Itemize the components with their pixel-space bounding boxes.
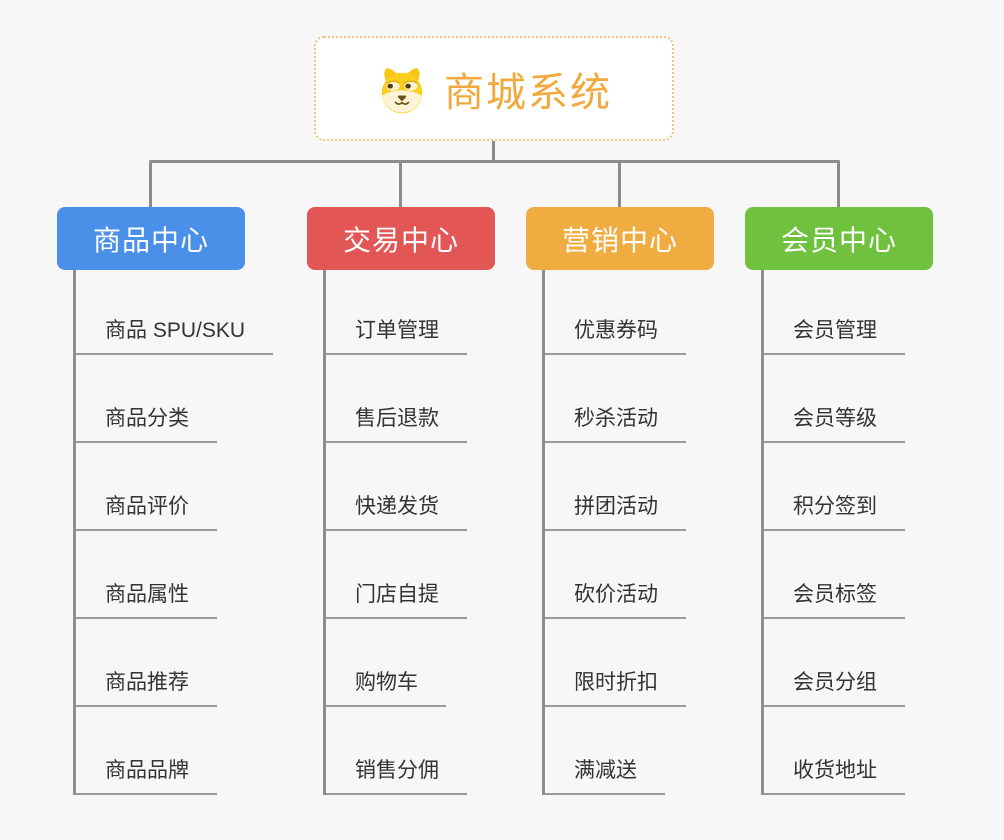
leaf-node[interactable]: 满减送 <box>542 754 665 795</box>
leaf-list: 订单管理 售后退款 快递发货 门店自提 购物车 销售分佣 <box>323 270 495 795</box>
leaf-list: 商品 SPU/SKU 商品分类 商品评价 商品属性 商品推荐 商品品牌 <box>73 270 274 795</box>
branch-spine <box>542 270 545 795</box>
connector-drop-products <box>149 162 152 208</box>
leaf-node[interactable]: 限时折扣 <box>542 666 686 707</box>
branch-spine <box>761 270 764 795</box>
connector-drop-marketing <box>618 162 621 208</box>
leaf-node[interactable]: 会员标签 <box>761 578 905 619</box>
leaf-node[interactable]: 销售分佣 <box>323 754 467 795</box>
leaf-list: 会员管理 会员等级 积分签到 会员标签 会员分组 收货地址 <box>761 270 933 795</box>
branch-node-marketing[interactable]: 营销中心 <box>526 207 714 270</box>
connector-root-drop <box>492 141 495 162</box>
leaf-node[interactable]: 快递发货 <box>323 490 467 531</box>
leaf-node[interactable]: 商品分类 <box>73 402 217 443</box>
leaf-node[interactable]: 商品评价 <box>73 490 217 531</box>
leaf-node[interactable]: 收货地址 <box>761 754 905 795</box>
doge-icon <box>381 67 423 113</box>
leaf-node[interactable]: 会员管理 <box>761 314 905 355</box>
branch-spine <box>323 270 326 795</box>
branch-column-trade: 交易中心 订单管理 售后退款 快递发货 门店自提 购物车 销售分佣 <box>307 207 495 795</box>
branch-node-member[interactable]: 会员中心 <box>745 207 933 270</box>
leaf-node[interactable]: 砍价活动 <box>542 578 686 619</box>
leaf-node[interactable]: 售后退款 <box>323 402 467 443</box>
connector-drop-member <box>837 162 840 208</box>
leaf-node[interactable]: 拼团活动 <box>542 490 686 531</box>
root-title: 商城系统 <box>444 70 612 115</box>
leaf-node[interactable]: 商品 SPU/SKU <box>73 314 274 355</box>
leaf-node[interactable]: 订单管理 <box>323 314 467 355</box>
connector-horizontal-bus <box>149 160 840 163</box>
leaf-node[interactable]: 会员等级 <box>761 402 905 443</box>
branch-node-products[interactable]: 商品中心 <box>57 207 245 270</box>
leaf-node[interactable]: 购物车 <box>323 666 446 707</box>
root-node[interactable]: 商城系统 <box>314 36 674 141</box>
connector-drop-trade <box>399 162 402 208</box>
branch-column-marketing: 营销中心 优惠券码 秒杀活动 拼团活动 砍价活动 限时折扣 满减送 <box>526 207 714 795</box>
branch-column-member: 会员中心 会员管理 会员等级 积分签到 会员标签 会员分组 收货地址 <box>745 207 933 795</box>
leaf-node[interactable]: 商品推荐 <box>73 666 217 707</box>
leaf-node[interactable]: 商品品牌 <box>73 754 217 795</box>
leaf-node[interactable]: 积分签到 <box>761 490 905 531</box>
branch-column-products: 商品中心 商品 SPU/SKU 商品分类 商品评价 商品属性 商品推荐 商品品牌 <box>57 207 274 795</box>
branch-node-trade[interactable]: 交易中心 <box>307 207 495 270</box>
leaf-node[interactable]: 秒杀活动 <box>542 402 686 443</box>
leaf-node[interactable]: 门店自提 <box>323 578 467 619</box>
branch-spine <box>73 270 76 795</box>
leaf-list: 优惠券码 秒杀活动 拼团活动 砍价活动 限时折扣 满减送 <box>542 270 714 795</box>
leaf-node[interactable]: 商品属性 <box>73 578 217 619</box>
leaf-node[interactable]: 会员分组 <box>761 666 905 707</box>
leaf-node[interactable]: 优惠券码 <box>542 314 686 355</box>
